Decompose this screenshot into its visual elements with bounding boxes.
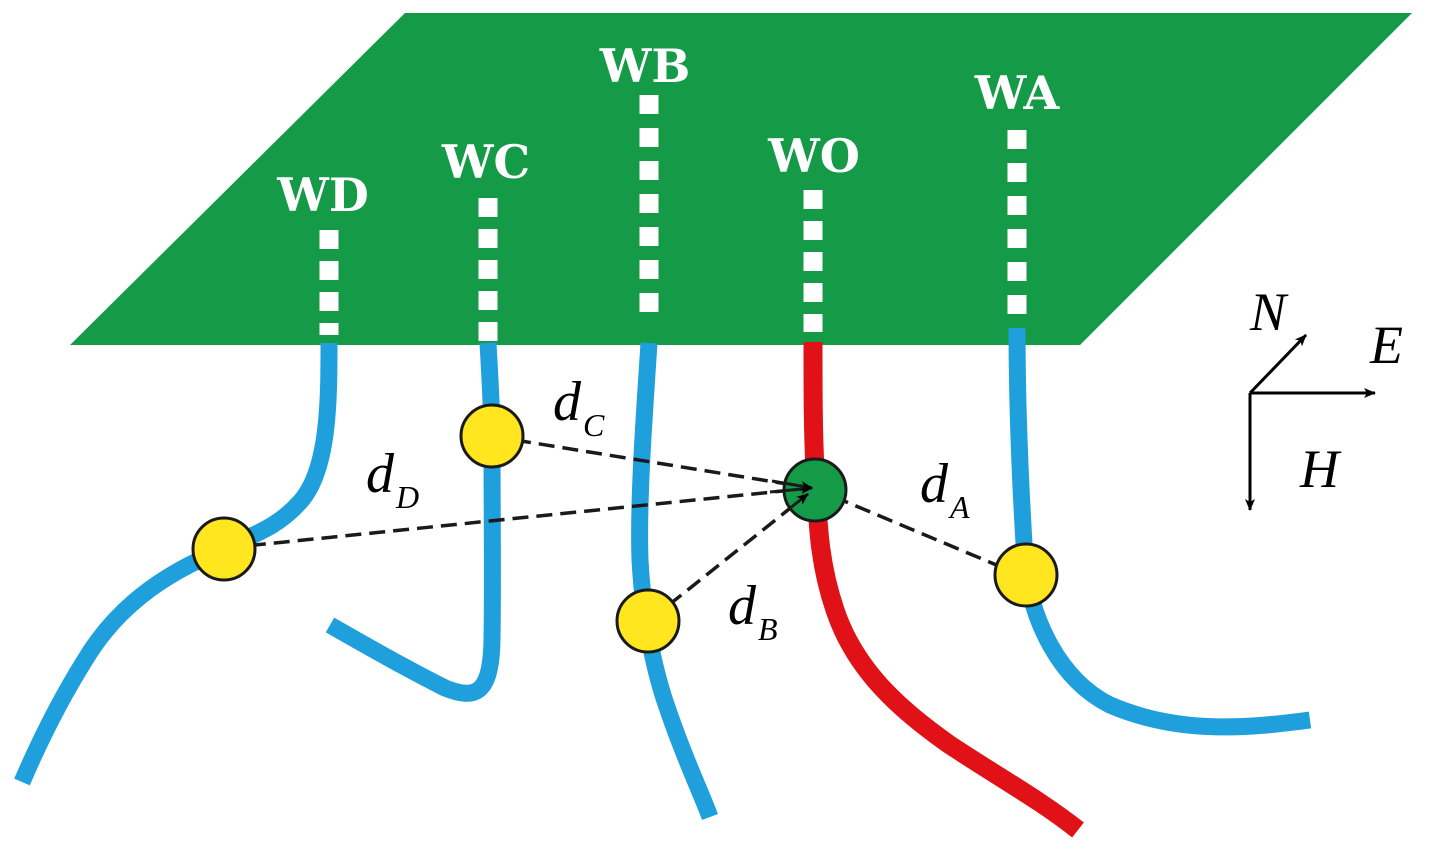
north-arrow <box>1248 333 1308 395</box>
well-label-wb: WB <box>599 39 691 93</box>
distance-line-c <box>514 438 813 490</box>
depth-label: H <box>1299 439 1342 499</box>
well-label-wa: WA <box>974 66 1061 120</box>
well-wa-point <box>993 542 1059 608</box>
distance-lines <box>225 438 1026 622</box>
arrow-b <box>784 492 809 514</box>
well-label-wo: WO <box>767 129 860 183</box>
distance-line-b <box>648 492 810 622</box>
distance-line-d <box>225 486 813 550</box>
well-wo-trajectory <box>803 341 1084 838</box>
well-wc-point <box>459 403 525 469</box>
well-wb-point <box>615 588 681 654</box>
orientation-axes <box>1245 333 1376 511</box>
well-wd-point <box>191 516 257 582</box>
distance-label-c: dC <box>553 371 605 443</box>
well-wc-trajectory <box>325 342 501 702</box>
vertical-segments <box>319 95 1027 342</box>
east-label: E <box>1369 315 1403 375</box>
well-wd-trajectory <box>14 342 338 786</box>
well-trajectories <box>14 327 1312 838</box>
well-label-wc: WC <box>441 135 530 189</box>
well-labels: WD WC WB WO WA <box>276 39 1060 222</box>
north-label: N <box>1249 282 1289 342</box>
well-label-wd: WD <box>276 168 369 222</box>
distance-line-a <box>817 488 1026 579</box>
ground-plane <box>70 13 1412 345</box>
distance-labels: dD dC dB dA <box>366 371 970 647</box>
distance-label-d: dD <box>366 443 419 515</box>
distance-arrowheads <box>769 479 813 514</box>
arrow-c <box>771 479 813 492</box>
distance-label-a: dA <box>920 453 970 525</box>
well-wa-trajectory <box>1008 327 1312 736</box>
distance-label-b: dB <box>728 575 778 647</box>
